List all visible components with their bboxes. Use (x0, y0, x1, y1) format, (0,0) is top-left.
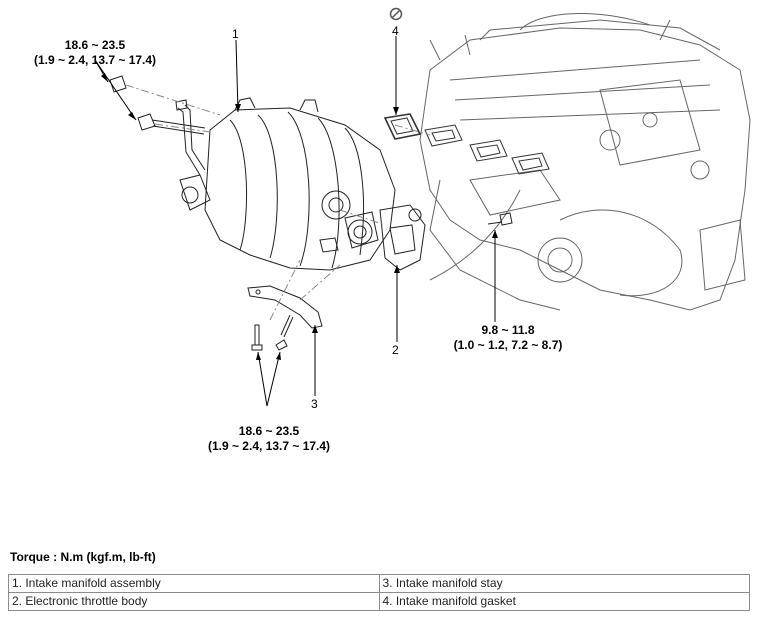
torque-conversion: (1.0 ~ 1.2, 7.2 ~ 8.7) (453, 338, 563, 352)
callout-4: 4 (392, 24, 399, 38)
torque-value: 18.6 ~ 23.5 (64, 38, 126, 52)
callout-3: 3 (311, 397, 318, 411)
torque-unit-title: Torque : N.m (kgf.m, lb-ft) (10, 550, 156, 564)
torque-value: 9.8 ~ 11.8 (481, 323, 535, 337)
torque-label-bottom: 18.6 ~ 23.5 (1.9 ~ 2.4, 13.7 ~ 17.4) (196, 424, 342, 454)
leader-lines (94, 36, 496, 407)
intake-ports (424, 124, 550, 175)
leader-arrowheads (101, 73, 498, 360)
fasteners (109, 75, 513, 351)
guide-lines (125, 84, 431, 321)
torque-value: 18.6 ~ 23.5 (238, 424, 300, 438)
table-cell: 1. Intake manifold assembly (8, 574, 380, 593)
torque-label-right: 9.8 ~ 11.8 (1.0 ~ 1.2, 7.2 ~ 8.7) (438, 323, 578, 353)
electronic-throttle-body (344, 204, 426, 271)
intake-manifold-assembly (175, 97, 396, 271)
exploded-view-diagram (94, 7, 751, 407)
torque-label-upper-left: 18.6 ~ 23.5 (1.9 ~ 2.4, 13.7 ~ 17.4) (22, 38, 168, 68)
callout-2: 2 (392, 343, 399, 357)
callout-1: 1 (232, 27, 239, 41)
table-row: 1. Intake manifold assembly 3. Intake ma… (8, 574, 750, 593)
intake-manifold-gasket (383, 113, 422, 140)
torque-conversion: (1.9 ~ 2.4, 13.7 ~ 17.4) (33, 53, 157, 67)
parts-legend-table: 1. Intake manifold assembly 3. Intake ma… (8, 574, 750, 611)
do-not-reuse-icon (389, 7, 403, 21)
engine-block (419, 13, 751, 311)
table-row: 2. Electronic throttle body 4. Intake ma… (8, 592, 750, 611)
table-cell: 4. Intake manifold gasket (378, 592, 750, 611)
table-cell: 2. Electronic throttle body (8, 592, 380, 611)
table-cell: 3. Intake manifold stay (378, 574, 750, 593)
intake-manifold-stay (247, 285, 323, 329)
torque-conversion: (1.9 ~ 2.4, 13.7 ~ 17.4) (207, 439, 331, 453)
